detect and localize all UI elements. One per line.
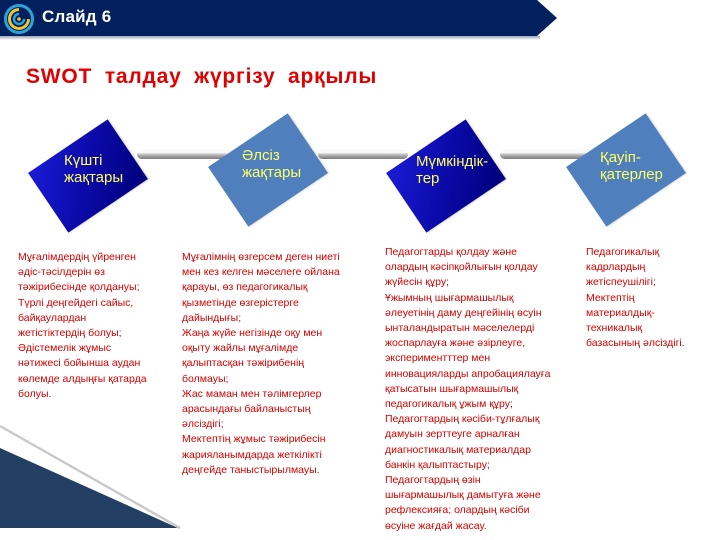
opportunities-text: Педагогтарды қолдау және олардың кәсіпқо… [385, 246, 551, 532]
weaknesses-text: Мұғалімнің өзгерсем деген ниеті мен кез … [182, 251, 340, 476]
page-title: SWOT талдау жүргізу арқылы [26, 65, 378, 88]
weaknesses-label-line2: жақтары [242, 164, 302, 181]
connector-rod [318, 150, 408, 159]
strengths-label: Күшті жақтары [64, 152, 123, 186]
weaknesses-label: Әлсіз жақтары [242, 147, 301, 181]
strengths-label-line1: Күшті [64, 152, 103, 169]
connector-rod [137, 150, 235, 159]
threats-text: Педагогикалық кадрлардың жетіспеушілігі;… [586, 246, 685, 350]
circular-logo-icon [4, 4, 34, 34]
threats-label: Қауіп- қатерлер [600, 149, 663, 183]
weaknesses-label-line1: Әлсіз [242, 147, 280, 164]
threats-label-line2: қатерлер [600, 166, 663, 183]
opportunities-label-line2: тер [416, 170, 440, 187]
header-shadow [0, 36, 540, 40]
slide-number-label: Слайд 6 [42, 7, 112, 26]
opportunities-label: Мүмкіндік- тер [416, 153, 488, 187]
threats-label-line1: Қауіп- [600, 149, 641, 166]
slide-header-bar [0, 0, 557, 36]
strengths-label-line2: жақтары [64, 169, 124, 186]
connector-rod [500, 150, 590, 159]
opportunities-label-line1: Мүмкіндік- [416, 153, 489, 170]
strengths-text: Мұғалімдердің үйренген әдіс-тәсілдерін ө… [18, 251, 147, 400]
